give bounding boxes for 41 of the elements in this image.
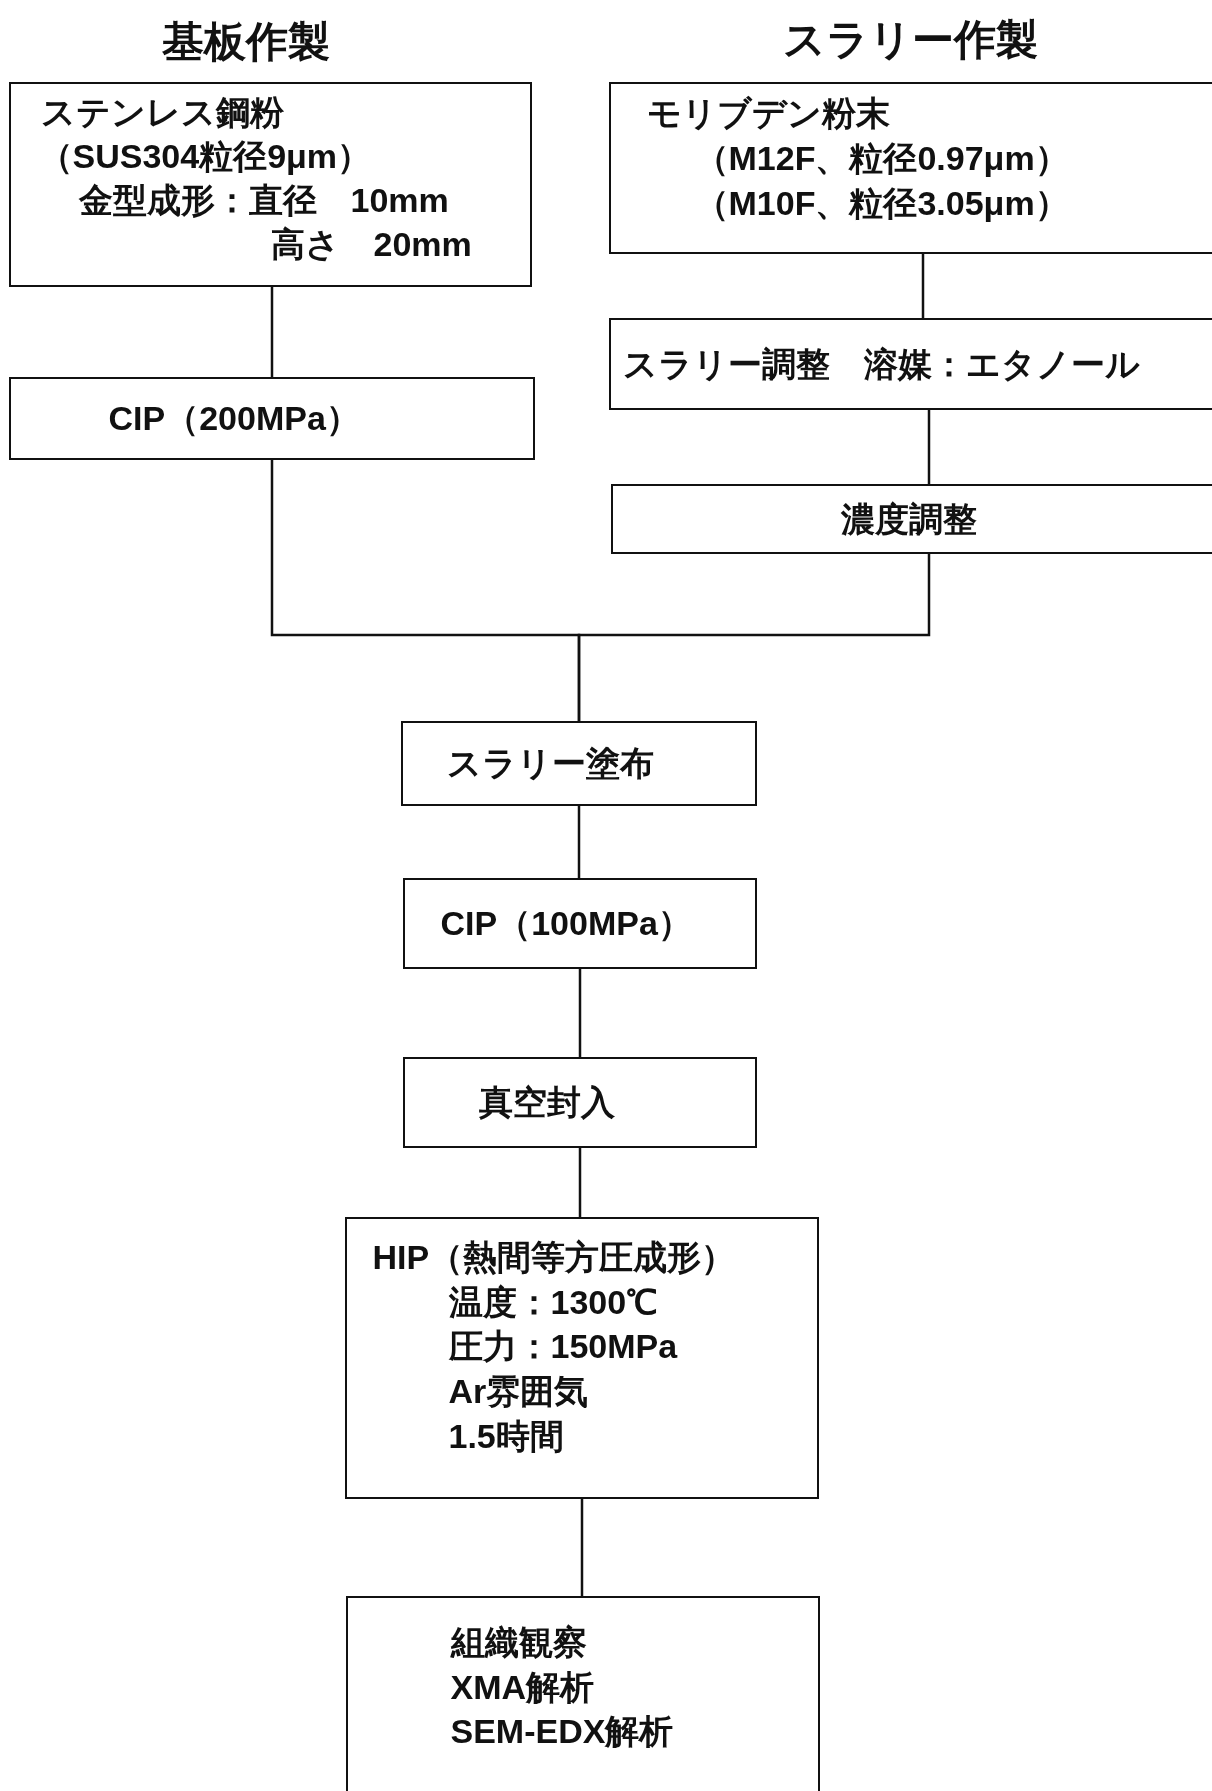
step-text: スラリー調整 溶媒：エタノール (622, 343, 1140, 385)
step-text: 金型成形：直径 10mm (78, 179, 449, 221)
connector-line (577, 554, 931, 721)
process-box (403, 878, 757, 969)
step-text: 1.5時間 (448, 1415, 564, 1457)
process-box (611, 484, 1212, 554)
process-box (345, 1217, 819, 1499)
step-text: （SUS304粒径9μm） (38, 135, 372, 177)
process-box (9, 377, 535, 460)
connector-line (921, 254, 925, 318)
connector-line (270, 287, 274, 377)
step-text: 組織観察 (450, 1622, 587, 1664)
step-text: 温度：1300℃ (448, 1281, 658, 1323)
column-heading: 基板作製 (162, 17, 330, 67)
step-text: 真空封入 (478, 1081, 615, 1123)
column-heading: スラリー作製 (782, 15, 1038, 65)
connector-line (927, 410, 931, 484)
step-text: Ar雰囲気 (448, 1371, 589, 1412)
connector-line (577, 806, 581, 878)
process-box (9, 82, 532, 287)
connector-line (578, 1148, 582, 1217)
process-box (609, 82, 1212, 254)
step-text: モリブデン粉末 (646, 93, 890, 134)
connector-line (580, 1499, 584, 1596)
process-box (346, 1596, 820, 1791)
connector-line (578, 969, 582, 1057)
step-text: 高さ 20mm (270, 223, 472, 265)
step-text: SEM-EDX解析 (450, 1711, 674, 1753)
process-box (609, 318, 1212, 410)
step-text: 圧力：150MPa (448, 1326, 678, 1368)
step-text: スラリー塗布 (446, 742, 654, 784)
step-text: CIP（200MPa） (108, 397, 360, 439)
process-box (403, 1057, 757, 1148)
step-text: 濃度調整 (840, 498, 977, 540)
process-box (401, 721, 757, 806)
step-text: CIP（100MPa） (440, 902, 692, 944)
step-text: （M10F、粒径3.05μm） (694, 183, 1069, 224)
step-text: XMA解析 (450, 1666, 595, 1708)
step-text: HIP（熱間等方圧成形） (372, 1237, 736, 1279)
step-text: （M12F、粒径0.97μm） (694, 138, 1069, 179)
step-text: ステンレス鋼粉 (40, 91, 284, 133)
